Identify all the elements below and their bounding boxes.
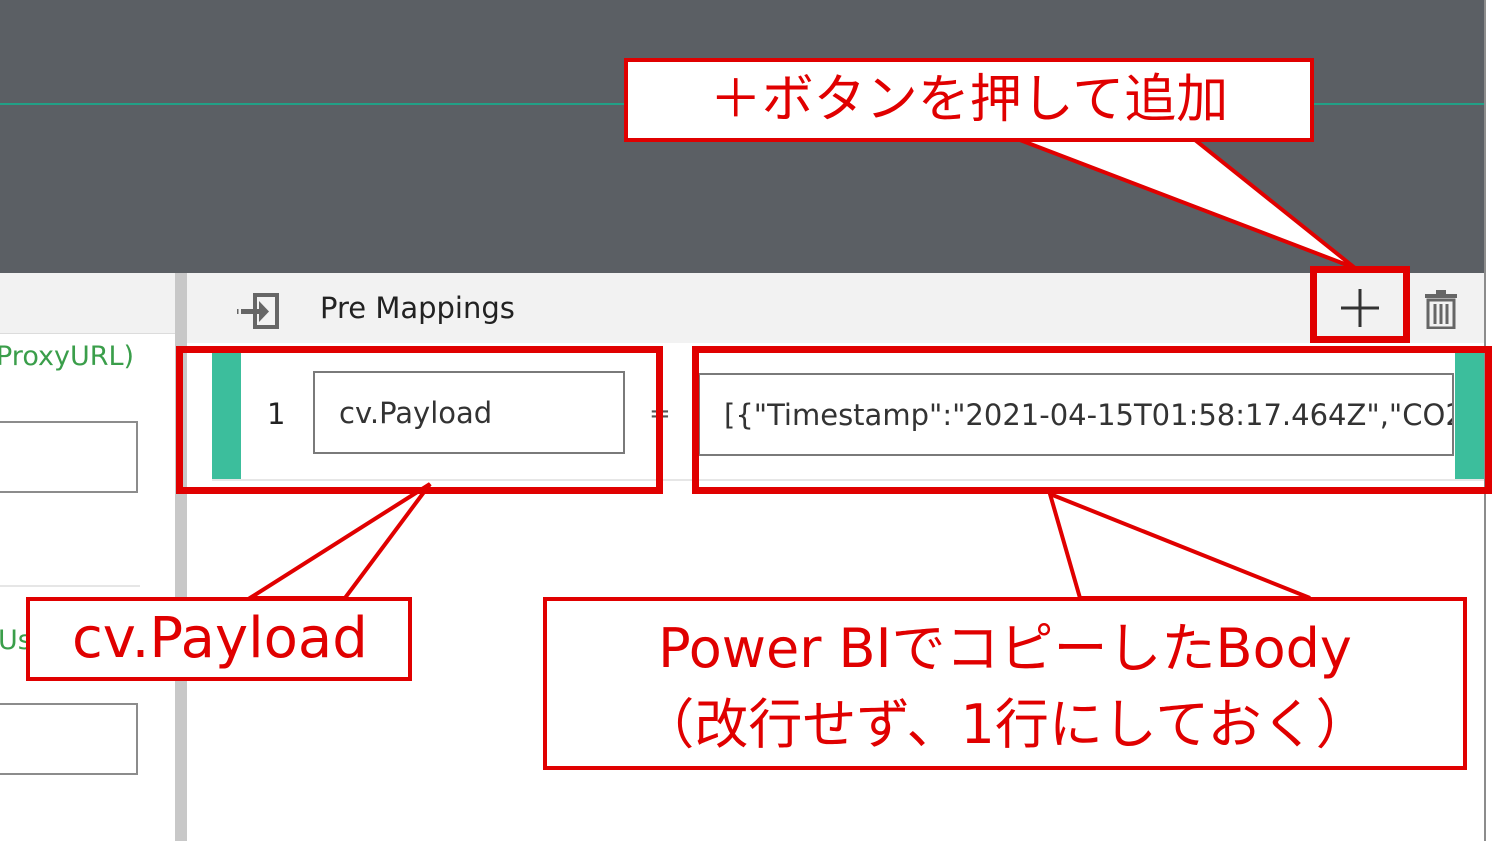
left-panel: ProxyURL) Use bbox=[0, 273, 175, 841]
body-callout-line1: Power BIでコピーしたBody bbox=[658, 617, 1352, 680]
delete-mapping-button[interactable] bbox=[1424, 289, 1458, 330]
left-input-2[interactable] bbox=[0, 703, 138, 775]
pre-mappings-header: Pre Mappings bbox=[187, 273, 1484, 343]
mapping-value-input[interactable] bbox=[698, 373, 1454, 456]
add-mapping-button[interactable] bbox=[1337, 285, 1383, 331]
name-field-highlight bbox=[176, 346, 663, 494]
trash-icon bbox=[1425, 290, 1457, 330]
left-divider bbox=[0, 585, 140, 587]
payload-callout-pointer bbox=[243, 482, 432, 600]
body-callout: Power BIでコピーしたBody （改行せず、1行にしておく） bbox=[543, 597, 1467, 770]
mapping-enter-icon bbox=[237, 293, 279, 329]
mapping-name-input[interactable] bbox=[313, 371, 625, 454]
body-callout-pointer bbox=[1046, 490, 1311, 600]
pre-mappings-title: Pre Mappings bbox=[320, 291, 515, 325]
row-index: 1 bbox=[267, 397, 286, 431]
payload-callout: cv.Payload bbox=[26, 597, 412, 681]
top-callout-pointer bbox=[1019, 138, 1357, 270]
left-input-1[interactable] bbox=[0, 421, 138, 493]
add-instruction-callout: ＋ボタンを押して追加 bbox=[624, 58, 1314, 142]
add-button-highlight bbox=[1310, 266, 1410, 343]
row-end-handle[interactable] bbox=[1455, 353, 1484, 479]
plus-icon bbox=[1341, 289, 1379, 327]
value-field-highlight bbox=[692, 346, 1492, 494]
row-drag-handle[interactable] bbox=[212, 353, 241, 479]
body-callout-line2: （改行せず、1行にしておく） bbox=[640, 693, 1370, 756]
proxy-url-label: ProxyURL) bbox=[0, 341, 135, 372]
mapping-row: 1 = bbox=[212, 353, 1484, 481]
left-panel-header bbox=[0, 273, 175, 334]
